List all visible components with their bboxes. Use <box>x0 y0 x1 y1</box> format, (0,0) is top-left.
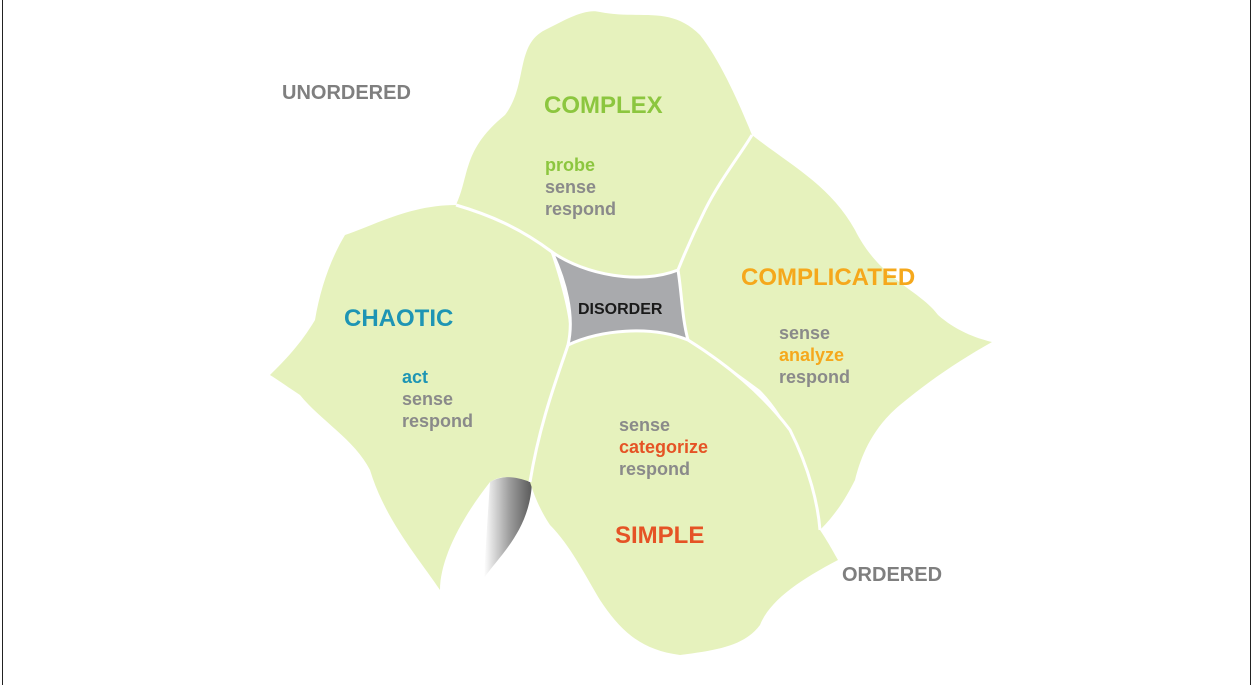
chaotic-step-act: act <box>402 367 429 387</box>
ordered-label: ORDERED <box>842 564 943 586</box>
chaotic-step-sense: sense <box>402 389 454 409</box>
fold-shadow <box>484 476 532 578</box>
chaotic-title: CHAOTIC <box>344 305 454 332</box>
disorder-label: DISORDER <box>578 301 663 318</box>
complex-title: COMPLEX <box>544 92 663 119</box>
region-complex <box>456 11 752 280</box>
boundary-simple-complicated <box>687 338 822 531</box>
region-disorder <box>548 247 691 348</box>
chaotic-step-respond: respond <box>402 411 474 431</box>
complicated-step-respond: respond <box>779 367 851 387</box>
boundary-complex-chaotic <box>455 203 553 254</box>
region-chaotic <box>270 205 570 590</box>
unordered-label: UNORDERED <box>282 82 411 104</box>
complicated-step-sense: sense <box>779 323 831 343</box>
simple-step-sense: sense <box>619 415 671 435</box>
boundary-complex-complicated <box>676 134 754 271</box>
complex-step-respond: respond <box>545 199 617 219</box>
complex-step-probe: probe <box>545 155 596 175</box>
boundary-chaotic-simple <box>528 344 570 483</box>
region-complicated <box>678 135 992 530</box>
region-simple <box>530 330 838 655</box>
complicated-step-analyze: analyze <box>779 345 845 365</box>
simple-step-respond: respond <box>619 459 691 479</box>
simple-title: SIMPLE <box>615 522 705 549</box>
complicated-title: COMPLICATED <box>741 264 916 291</box>
complex-step-sense: sense <box>545 177 597 197</box>
simple-step-categorize: categorize <box>619 437 709 457</box>
